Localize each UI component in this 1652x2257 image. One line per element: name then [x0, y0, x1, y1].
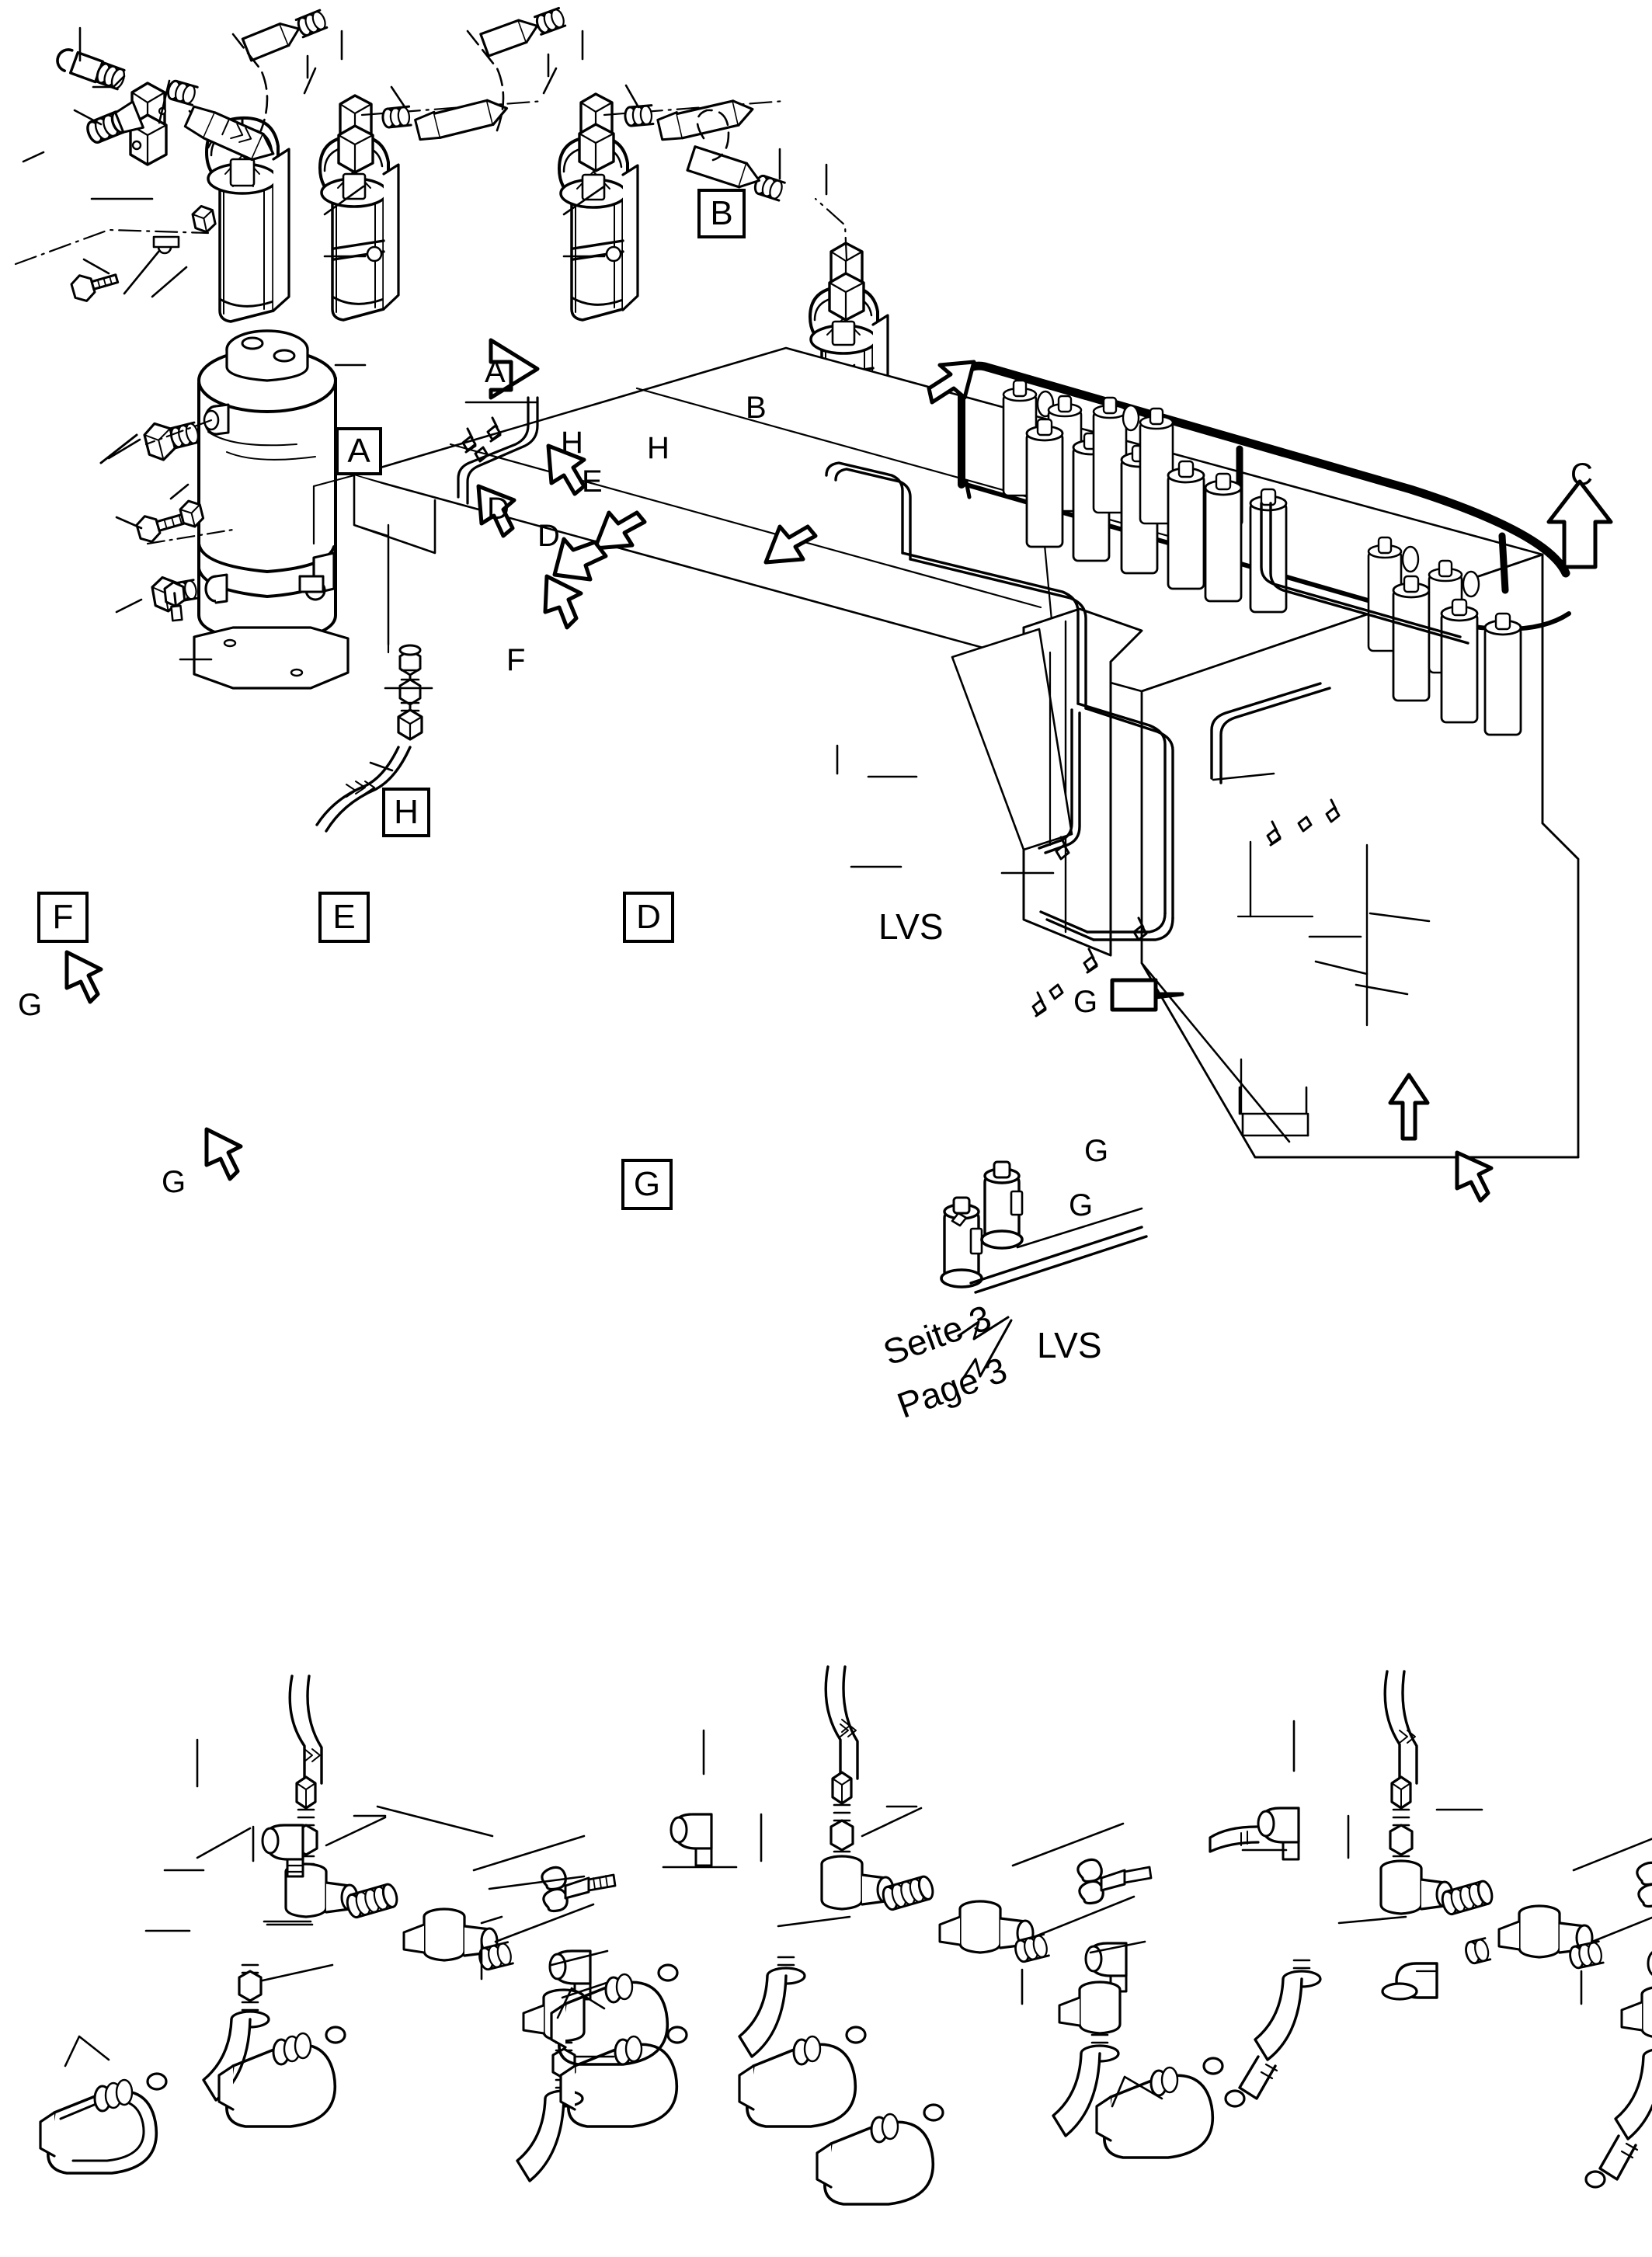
- boxed-label-B: B: [697, 189, 746, 238]
- gas-cylinder-assembly-1: [14, 26, 290, 323]
- callout-letter-G-panelD-bottom: G: [1069, 1188, 1094, 1222]
- hose-assembly-H: [315, 644, 433, 833]
- boxed-label-panel-E: E: [318, 892, 370, 943]
- gas-cylinder-assembly-3: [466, 6, 786, 322]
- callout-letter-E: E: [582, 464, 603, 499]
- callout-letter-D-left: D: [487, 492, 510, 526]
- callout-letter-G-panelF-bottom: G: [162, 1165, 186, 1199]
- machine-chassis-isometric: [312, 346, 1580, 1382]
- callout-letter-G-panelF-top: G: [18, 988, 43, 1022]
- callout-letter-H-right: H: [647, 431, 669, 465]
- boxed-label-panel-F: F: [37, 892, 89, 943]
- callout-letter-D-mid: D: [537, 519, 560, 553]
- panel-D-artwork: [1095, 1670, 1652, 2189]
- boxed-label-H: H: [382, 788, 430, 837]
- lvs-valve-group: [940, 1160, 1148, 1294]
- gas-cylinder-assembly-2: [231, 9, 545, 322]
- panel-F-artwork: [39, 1674, 617, 2182]
- callout-letter-A: A: [485, 355, 506, 389]
- reference-lvs-panel-E: LVS: [878, 906, 944, 947]
- callout-letter-H-left: H: [561, 426, 583, 460]
- callout-letter-B: B: [746, 391, 767, 425]
- boxed-label-panel-G: G: [621, 1159, 673, 1210]
- callout-letter-G-panelD-left: G: [1073, 985, 1098, 1019]
- accumulator-tank: [99, 329, 367, 690]
- boxed-label-panel-D: D: [623, 892, 674, 943]
- callout-letter-C: C: [1570, 457, 1593, 492]
- section-arrows: [64, 338, 1613, 1203]
- callout-letter-G-panelD-center: G: [1084, 1134, 1109, 1168]
- panel-E-artwork: [550, 1665, 1153, 2206]
- reference-lvs-main: LVS: [1037, 1325, 1102, 1365]
- callout-letter-F: F: [506, 643, 526, 677]
- boxed-label-A: A: [336, 427, 382, 475]
